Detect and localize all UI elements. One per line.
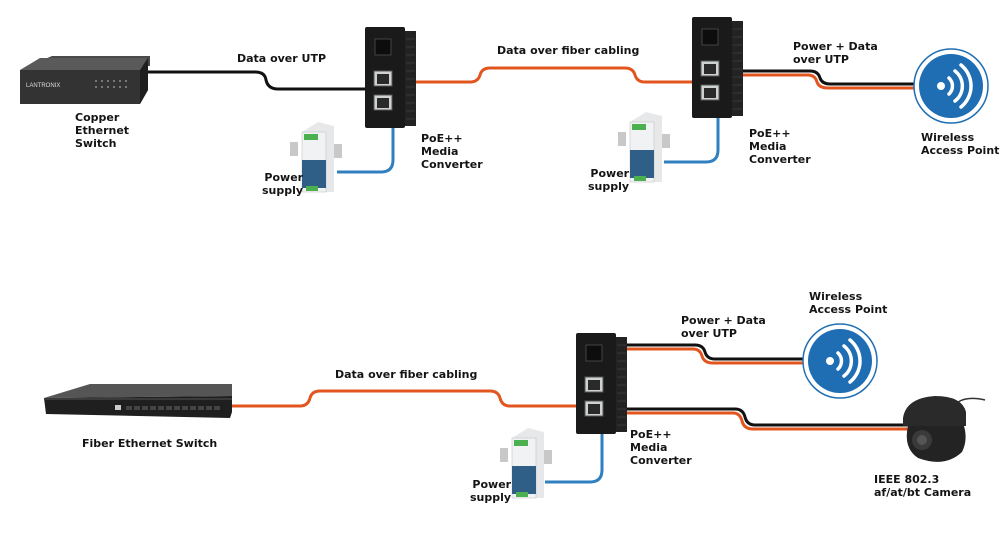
poe-cable-ap-red <box>627 347 806 365</box>
power-cable-top-2 <box>664 118 720 164</box>
wifi-icon <box>937 63 973 109</box>
fiber-ethernet-switch <box>44 384 232 418</box>
camera-label: IEEE 802.3 af/at/bt Camera <box>874 473 972 499</box>
power-data-utp-top-label: Power + Data over UTP <box>793 40 878 66</box>
fiber-cable-top <box>416 66 698 84</box>
converter-top-1-label: PoE++ Media Converter <box>421 132 483 171</box>
poe-cable-cam-red <box>627 411 910 431</box>
access-point-top-label: Wireless Access Point <box>921 131 1000 157</box>
power-supply-top-2-label: Power supply <box>588 167 630 193</box>
media-converter-bottom <box>576 333 627 434</box>
switch-brand-text: LANTRONIX <box>26 83 60 89</box>
power-data-utp-bottom-label: Power + Data over UTP <box>681 314 766 340</box>
power-supply-top-1-label: Power supply <box>262 171 304 197</box>
media-converter-top-1 <box>365 27 416 128</box>
converter-top-2-label: PoE++ Media Converter <box>749 127 811 166</box>
power-supply-bottom <box>500 428 552 499</box>
copper-switch-label: Copper Ethernet Switch <box>75 111 130 150</box>
power-supply-top-1 <box>290 122 342 193</box>
power-cable-bottom <box>545 434 604 484</box>
converter-bottom-label: PoE++ Media Converter <box>630 428 692 467</box>
fiber-cable-bottom <box>232 389 578 408</box>
poe-cable-top-black <box>743 69 922 86</box>
fiber-switch-label: Fiber Ethernet Switch <box>82 437 218 450</box>
data-over-fiber-top-label: Data over fiber cabling <box>497 44 640 57</box>
power-supply-bottom-label: Power supply <box>470 478 512 504</box>
poe-cable-cam-black <box>627 407 910 427</box>
ip-camera <box>903 396 986 462</box>
utp-cable-top <box>145 70 365 91</box>
data-over-fiber-bottom-label: Data over fiber cabling <box>335 368 478 381</box>
wireless-access-point-top <box>913 48 989 124</box>
wifi-icon <box>826 338 862 384</box>
wireless-access-point-bottom <box>802 323 878 399</box>
media-converter-top-2 <box>692 17 743 118</box>
power-supply-top-2 <box>618 112 670 183</box>
poe-cable-top-red <box>743 73 922 90</box>
copper-ethernet-switch: LANTRONIX <box>20 56 150 104</box>
poe-cable-ap-black <box>627 343 806 361</box>
power-cable-top-1 <box>337 128 395 174</box>
data-over-utp-label: Data over UTP <box>237 52 327 65</box>
access-point-bottom-label: Wireless Access Point <box>809 290 888 316</box>
